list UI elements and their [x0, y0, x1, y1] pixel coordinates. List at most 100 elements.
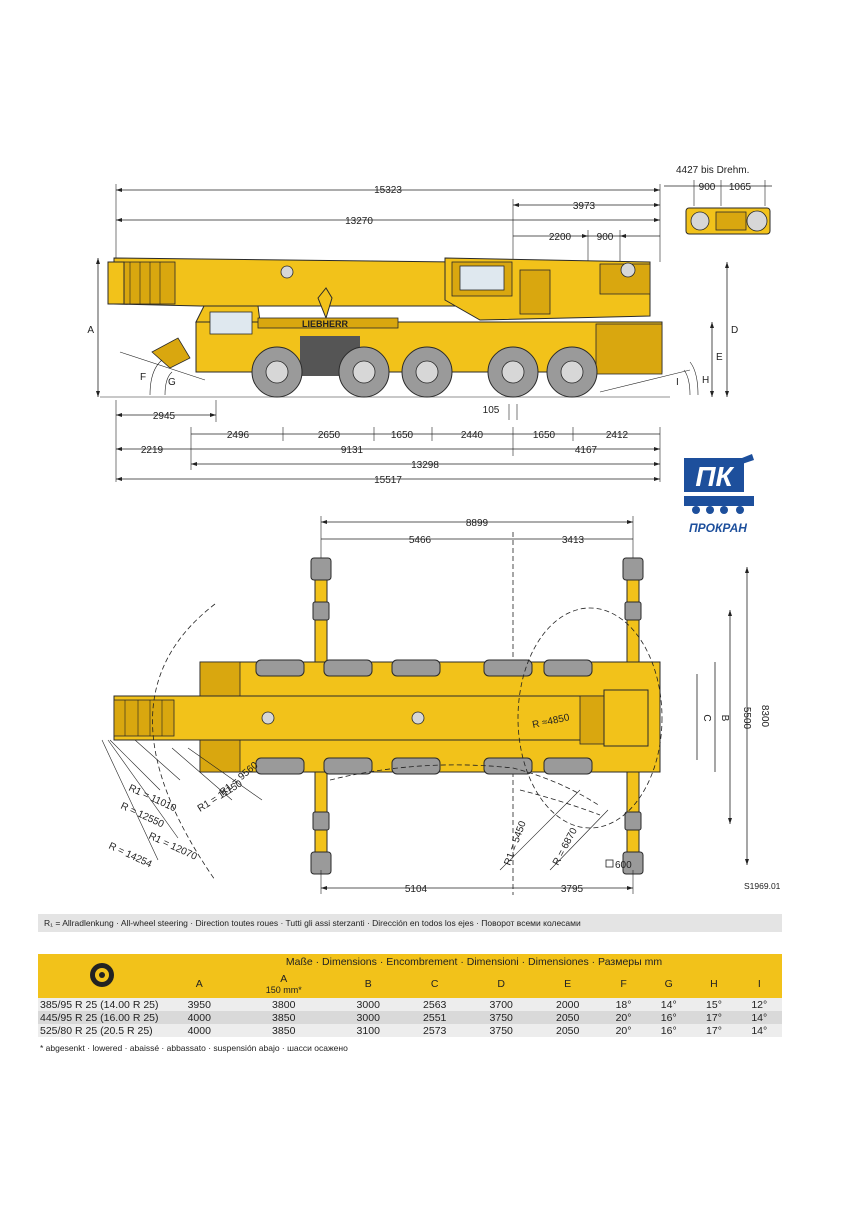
cell-e: 2050: [534, 1011, 601, 1024]
label-900: 900: [597, 232, 614, 243]
cell-f: 20°: [600, 1024, 647, 1037]
label-13298: 13298: [411, 460, 439, 471]
cell-a: 3950: [166, 998, 233, 1011]
letter-G: G: [168, 377, 176, 388]
spacing-4: 2440: [461, 430, 484, 441]
table-title: Maße · Dimensions · Encombrement · Dimen…: [166, 954, 782, 970]
cell-h: 15°: [691, 998, 737, 1011]
cell-i: 14°: [736, 1011, 782, 1024]
spacing-2: 2650: [318, 430, 341, 441]
dim-outrigger-top: 8899 5466 3413: [320, 516, 634, 560]
wheel-3: [401, 346, 453, 398]
dim-mid-spans: 2219 9131 4167: [116, 445, 660, 456]
radius-14254: R = 14254: [107, 841, 154, 871]
radius-11150: R1 = 11150: [196, 778, 245, 814]
cell-a: 3850: [232, 1011, 335, 1024]
label-3973: 3973: [573, 201, 596, 212]
label-5466: 5466: [409, 535, 432, 546]
column-header-f: F: [600, 970, 647, 998]
letter-D: D: [731, 325, 738, 336]
cell-h: 17°: [691, 1011, 737, 1024]
cell-b: 3000: [334, 1011, 402, 1024]
radius-12070: R1 = 12070: [147, 831, 199, 863]
tyre-icon: [90, 962, 114, 987]
tyre-size: 525/80 R 25 (20.5 R 25): [38, 1024, 166, 1037]
cell-g: 16°: [646, 1011, 692, 1024]
column-header-i: I: [736, 970, 782, 998]
wheel-5: [546, 346, 598, 398]
pad-size: 600: [605, 859, 632, 871]
angles-rear: I H: [676, 361, 709, 396]
label-13270: 13270: [345, 216, 373, 227]
boom: [107, 257, 456, 320]
dim-overall-bottom: 15517: [116, 475, 660, 486]
radius-6870: R = 6870: [551, 826, 580, 868]
letter-H: H: [702, 375, 709, 386]
cell-g: 14°: [646, 998, 692, 1011]
column-header-e: E: [534, 970, 601, 998]
angles-front: F G: [140, 359, 176, 396]
dim-slew: 2200 900: [513, 230, 660, 262]
dim-boom-length: 13270: [116, 216, 660, 227]
cell-c: 2551: [401, 1011, 468, 1024]
cell-a: 3850: [232, 1024, 335, 1037]
drawing-code: S1969.01: [744, 881, 781, 891]
cell-i: 12°: [736, 998, 782, 1011]
dim-total-wheelbase: 13298: [191, 460, 660, 471]
label-8300: 8300: [759, 705, 770, 728]
dim-height-D: D: [725, 262, 738, 397]
svg-text:LIEBHERR: LIEBHERR: [302, 319, 349, 329]
cell-a: 4000: [166, 1011, 233, 1024]
letter-B: B: [719, 715, 730, 722]
label-3795: 3795: [561, 884, 584, 895]
spacing-1: 2496: [227, 430, 250, 441]
label-2200: 2200: [549, 232, 572, 243]
column-subheader: 150 mm*: [265, 985, 302, 995]
tyre-header: [38, 954, 166, 998]
column-header-b: B: [334, 970, 402, 998]
label-9131: 9131: [341, 445, 364, 456]
cell-d: 3750: [467, 1011, 535, 1024]
cell-d: 3750: [467, 1024, 535, 1037]
cell-h: 17°: [691, 1024, 737, 1037]
cell-d: 3700: [467, 998, 535, 1011]
detail-900: 900: [699, 182, 716, 193]
cell-c: 2563: [401, 998, 468, 1011]
cell-a: 3800: [232, 998, 335, 1011]
top-view: 8899 5466 3413: [101, 516, 770, 895]
dim-rear-to-cab: 3973: [512, 199, 660, 262]
detail-title: 4427 bis Drehm.: [676, 165, 749, 176]
cell-f: 18°: [600, 998, 647, 1011]
dimensions-table: Maße · Dimensions · Encombrement · Dimen…: [38, 954, 782, 1037]
dim-height-E: E: [710, 322, 723, 397]
letter-I: I: [676, 377, 679, 388]
column-header-d: D: [467, 970, 535, 998]
wheel-2: [338, 346, 390, 398]
letter-A: A: [87, 325, 94, 336]
logo-name: ПРОКРАН: [689, 521, 747, 535]
dim-height-A: A: [87, 258, 100, 397]
wheel-1: [251, 346, 303, 398]
cell-f: 20°: [600, 1011, 647, 1024]
column-header-h: H: [691, 970, 737, 998]
cell-e: 2050: [534, 1024, 601, 1037]
logo-mark: ПК: [695, 461, 734, 492]
label-600: 600: [615, 860, 632, 871]
detail-1065: 1065: [729, 182, 752, 193]
label-4167: 4167: [575, 445, 598, 456]
letter-C: C: [701, 714, 712, 721]
prokran-logo: ПК ПРОКРАН: [680, 452, 760, 544]
dim-axle-offset: 105: [483, 404, 518, 420]
cell-g: 16°: [646, 1024, 692, 1037]
superstructure: [444, 257, 651, 321]
cell-c: 2573: [401, 1024, 468, 1037]
dim-outrigger-bottom: 5104 3795: [320, 870, 634, 895]
steering-legend: R₁ = Allradlenkung · All-wheel steering …: [38, 914, 782, 932]
dim-axle-spacings: 2496 2650 1650 2440 1650 2412: [190, 427, 661, 482]
